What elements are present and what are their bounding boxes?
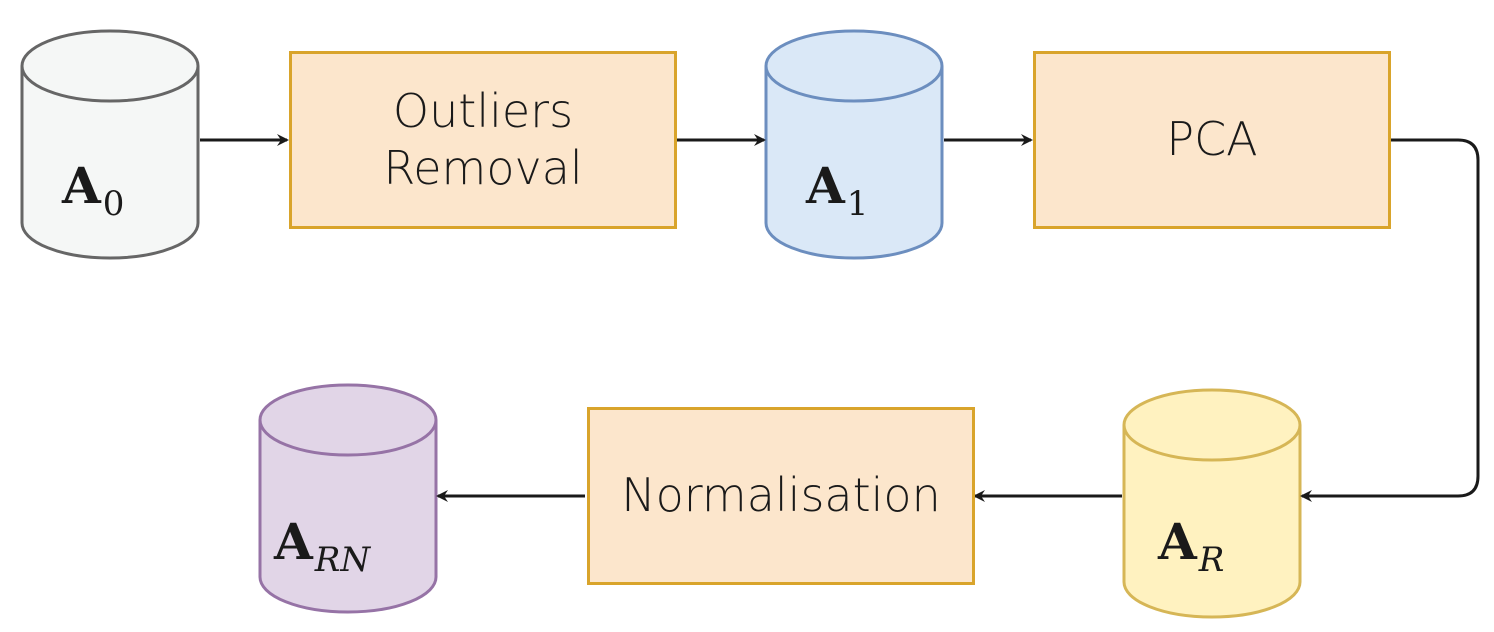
arn-label: ARN	[274, 512, 370, 580]
pca-label: PCA	[1166, 112, 1258, 167]
outliers-label-line1: Outliers	[392, 83, 574, 138]
cylinder-ar	[1122, 388, 1302, 619]
a1-label: A1	[806, 156, 868, 224]
arn-symbol: A	[274, 512, 313, 571]
normalisation-step: Normalisation	[587, 407, 975, 585]
a0-label: A0	[62, 156, 124, 224]
a0-subscript: 0	[102, 184, 125, 224]
cylinder-arn	[258, 383, 438, 614]
outliers-label-line2: Removal	[383, 141, 583, 195]
outliers-removal-step: Outliers Removal	[289, 51, 677, 229]
a0-symbol: A	[62, 156, 101, 215]
ar-symbol: A	[1158, 512, 1197, 571]
a1-symbol: A	[806, 156, 845, 215]
ar-label: AR	[1158, 512, 1224, 580]
normalisation-label: Normalisation	[621, 468, 941, 523]
cylinder-a0	[20, 29, 200, 260]
cylinder-a1	[764, 29, 944, 260]
pca-step: PCA	[1033, 51, 1391, 229]
arrow-pca-to-ar	[1300, 138, 1480, 502]
a1-subscript: 1	[846, 184, 869, 224]
ar-subscript: R	[1198, 540, 1225, 580]
arn-subscript: RN	[314, 540, 371, 580]
